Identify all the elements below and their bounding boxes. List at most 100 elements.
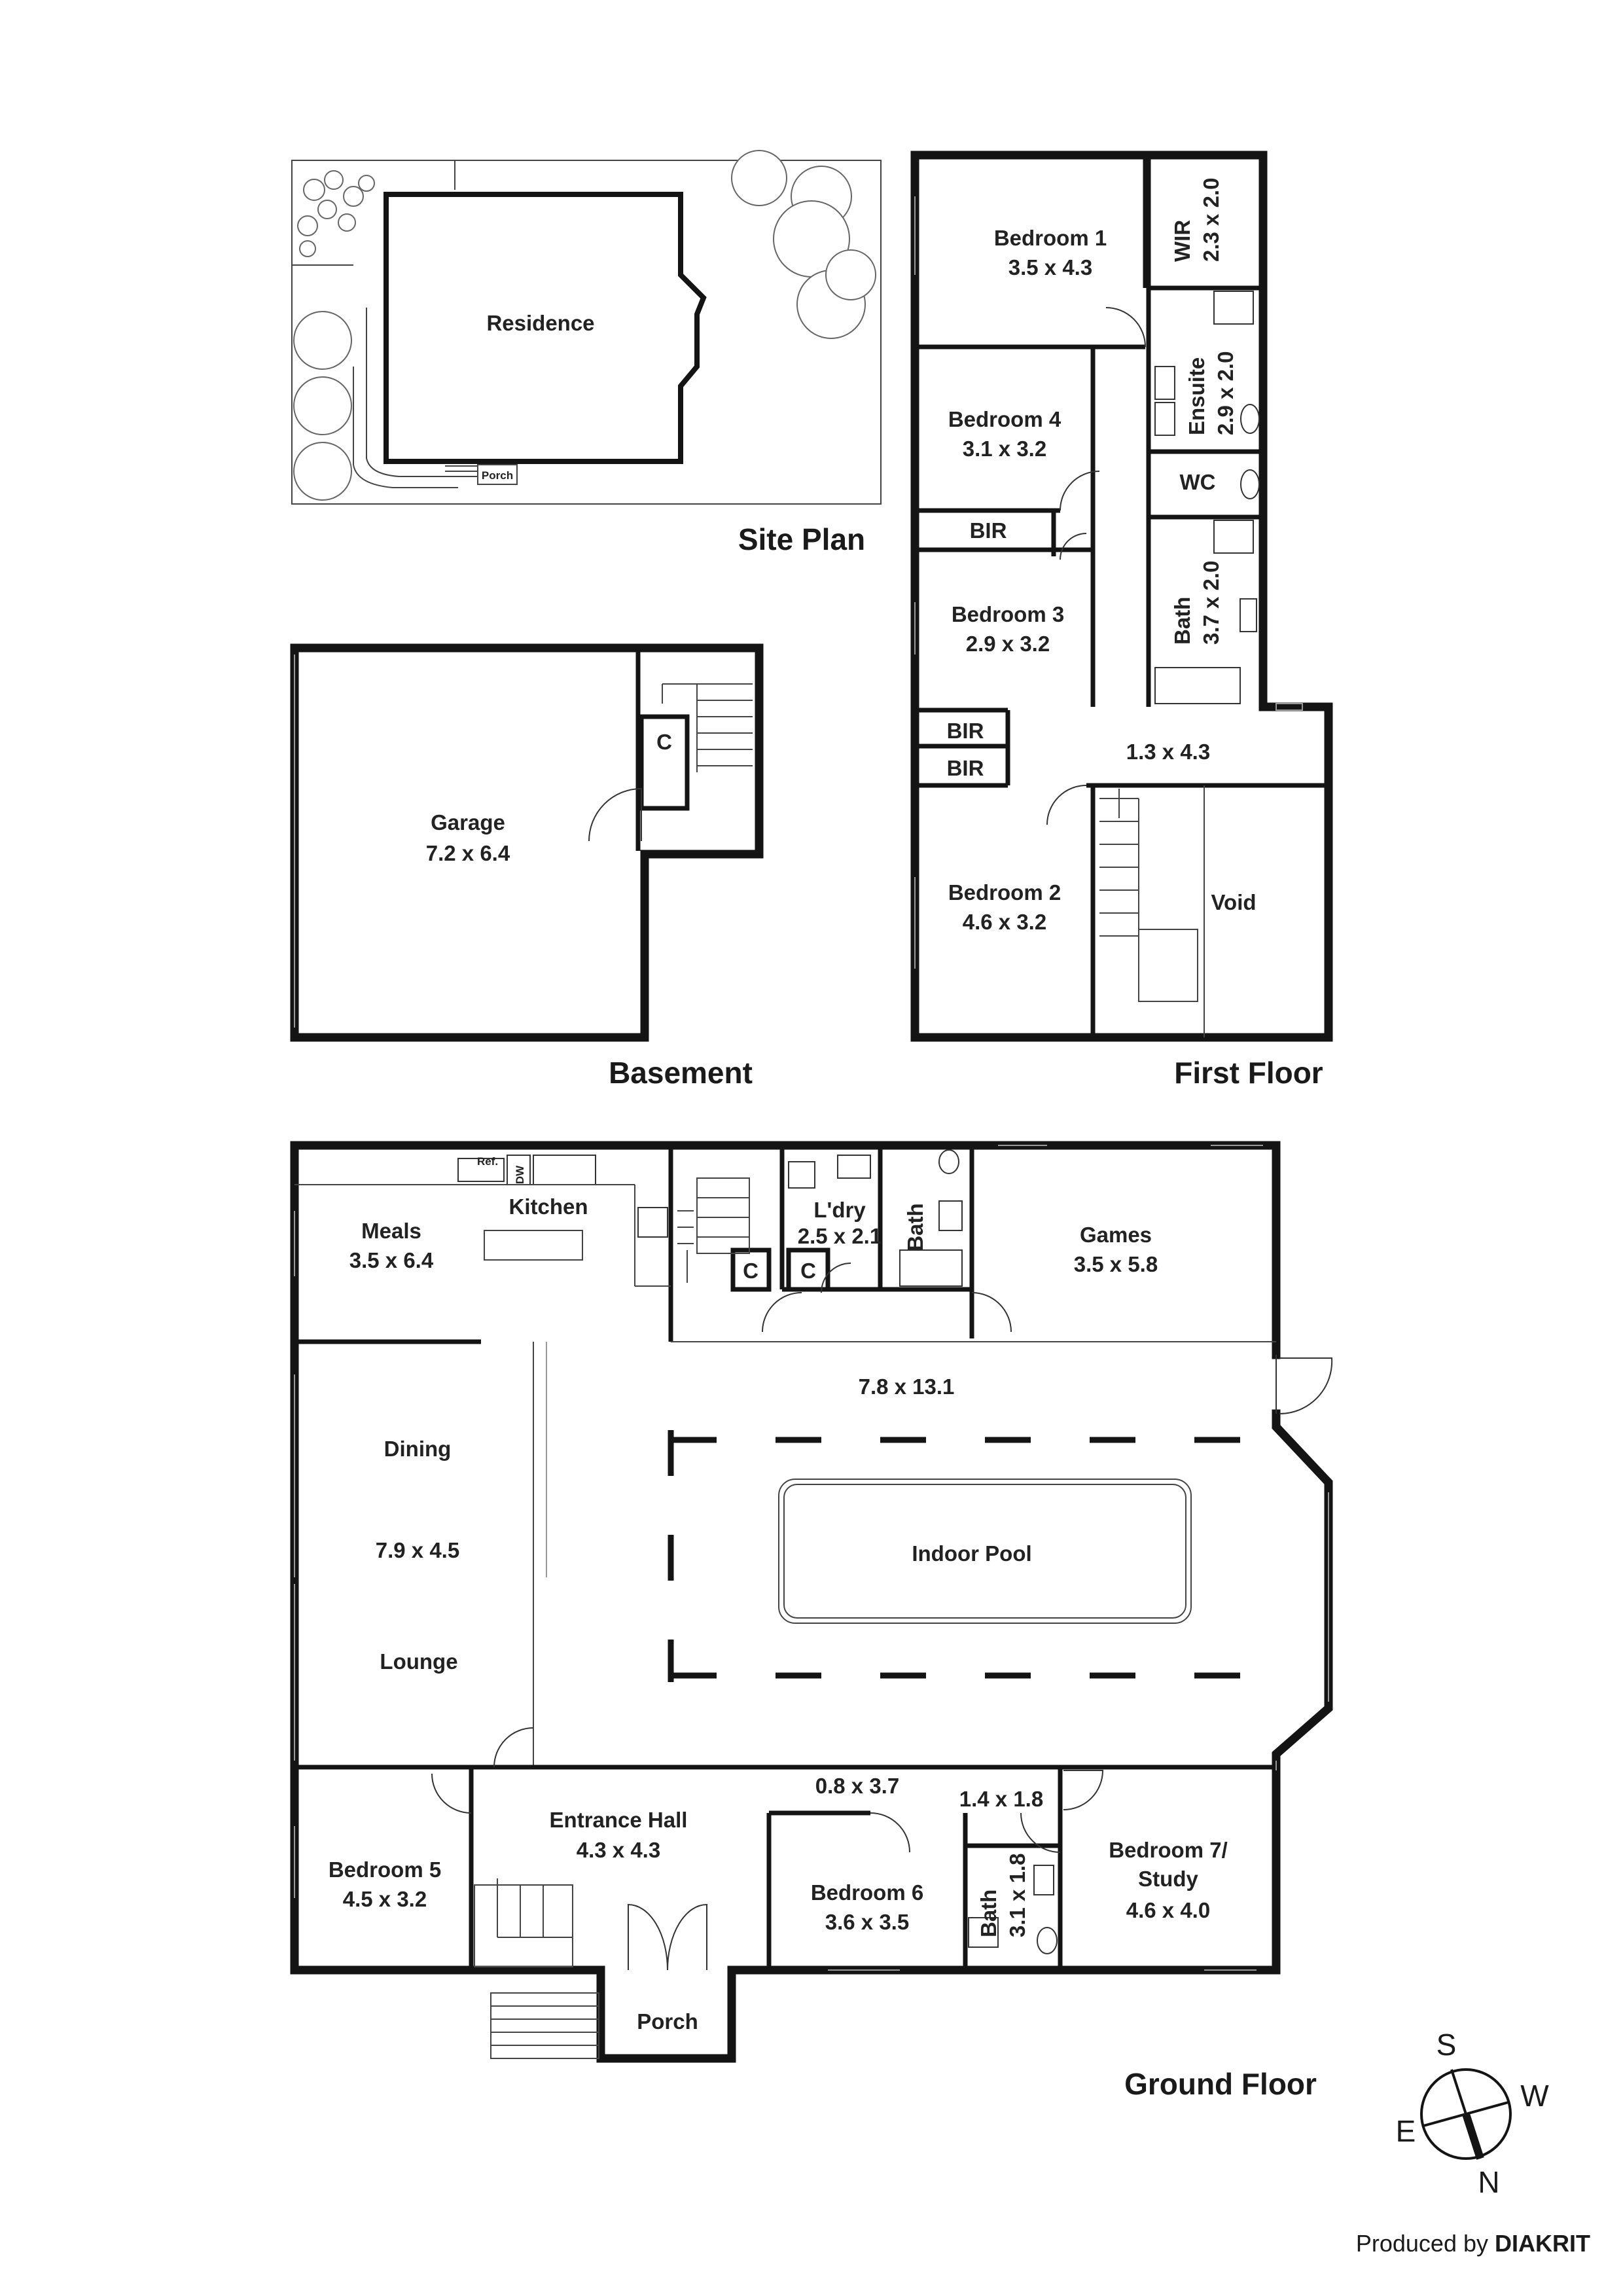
- ground-floor-plan: Ref. DW Meals 3.5 x 6.4 Kitchen L'dry 2.…: [290, 1141, 1333, 2101]
- door-arc: [870, 1812, 910, 1853]
- compass-e: E: [1396, 2114, 1416, 2148]
- entrance-hall-label: Entrance Hall: [550, 1808, 688, 1832]
- bath-size: 3.7 x 2.0: [1199, 561, 1223, 645]
- site-porch: [477, 464, 518, 485]
- basement-plan: C Garage 7.2 x 6.4 Basement: [290, 643, 764, 1090]
- door-arc: [1020, 1812, 1061, 1853]
- vanity-icon: [1033, 1865, 1054, 1895]
- door-arc: [628, 1903, 668, 1971]
- shower-icon: [968, 1917, 999, 1948]
- c1-label: C: [743, 1259, 758, 1283]
- cooktop-icon: [637, 1207, 668, 1238]
- site-plan-title: Site Plan: [738, 522, 865, 556]
- basement-title: Basement: [609, 1056, 753, 1090]
- toilet-icon: [1037, 1927, 1058, 1954]
- site-plan: Residence Porch Site Plan: [291, 150, 882, 556]
- bedroom6-label: Bedroom 6: [811, 1880, 923, 1905]
- stairs-entrance: [474, 1878, 573, 1967]
- basement-outline: [290, 643, 764, 1042]
- door-arc: [431, 1773, 472, 1814]
- door-arc: [1105, 307, 1146, 348]
- door-arc: [667, 1903, 707, 1971]
- stairs-basement: [662, 683, 753, 772]
- c2-label: C: [800, 1259, 816, 1283]
- fridge-icon: [457, 1158, 505, 1182]
- shower-icon: [1213, 291, 1254, 325]
- compass-icon: S W E N: [1396, 2028, 1550, 2199]
- bath-bottom-size: 3.1 x 1.8: [1005, 1854, 1029, 1937]
- ref-label: Ref.: [477, 1155, 498, 1168]
- kitchen-island: [484, 1230, 583, 1261]
- shower-icon: [1213, 520, 1254, 554]
- door-arc: [1279, 1357, 1333, 1415]
- kitchen-label: Kitchen: [508, 1194, 588, 1219]
- ensuite-label: Ensuite: [1185, 357, 1209, 435]
- bedroom1-size: 3.5 x 4.3: [1008, 255, 1092, 279]
- bedroom5-label: Bedroom 5: [329, 1857, 441, 1882]
- wir-label: WIR: [1170, 220, 1194, 262]
- site-boundary: [291, 160, 882, 505]
- credit: Produced by DIAKRIT: [1356, 2230, 1590, 2257]
- residence-outline: [383, 192, 707, 464]
- corridor-size: 1.4 x 1.8: [959, 1787, 1043, 1811]
- first-floor-title: First Floor: [1174, 1056, 1323, 1090]
- door-arc: [588, 787, 642, 842]
- garage-size: 7.2 x 6.4: [426, 841, 510, 865]
- residence-label: Residence: [486, 311, 594, 335]
- porch-label: Porch: [637, 2009, 698, 2034]
- bedroom6-size: 3.6 x 3.5: [825, 1910, 909, 1934]
- bathtub-icon: [1154, 667, 1241, 704]
- vanity-icon: [1154, 402, 1175, 436]
- bir1-label: BIR: [970, 518, 1007, 543]
- bath-bottom-label: Bath: [976, 1890, 1001, 1937]
- bedroom7-size: 4.6 x 4.0: [1126, 1898, 1210, 1922]
- toilet-icon: [1240, 469, 1260, 499]
- hall-small-size: 0.8 x 3.7: [815, 1774, 899, 1798]
- bathtub-icon: [899, 1249, 963, 1287]
- games-label: Games: [1080, 1223, 1152, 1247]
- laundry-sink-icon: [788, 1161, 815, 1189]
- porch-steps: [490, 1992, 599, 2059]
- closet-c2: [786, 1247, 830, 1292]
- compass-w: W: [1520, 2079, 1549, 2113]
- dw-label: DW: [514, 1165, 526, 1184]
- wir-size: 2.3 x 2.0: [1199, 178, 1223, 262]
- wc-label: WC: [1180, 470, 1216, 494]
- meals-size: 3.5 x 6.4: [349, 1248, 434, 1272]
- ground-floor-title: Ground Floor: [1124, 2067, 1317, 2101]
- indoor-pool-label: Indoor Pool: [912, 1541, 1031, 1566]
- first-floor-outline: [910, 151, 1333, 1042]
- tree-icon: [293, 150, 876, 501]
- ensuite-size: 2.9 x 2.0: [1213, 351, 1238, 435]
- ground-floor-outline: [290, 1141, 736, 2063]
- bir3-label: BIR: [947, 756, 984, 780]
- closet-c1: [730, 1247, 772, 1292]
- dining-label: Dining: [384, 1437, 452, 1461]
- meals-label: Meals: [361, 1219, 421, 1243]
- bedroom4-label: Bedroom 4: [948, 407, 1061, 431]
- void-label: Void: [1211, 890, 1256, 914]
- stairs-ground-floor: [677, 1177, 750, 1283]
- bedroom5-size: 4.5 x 3.2: [343, 1887, 427, 1911]
- toilet-icon: [938, 1149, 959, 1174]
- compass-s: S: [1436, 2028, 1457, 2062]
- closet-c-basement: [639, 714, 690, 811]
- pool-outline: [778, 1479, 1192, 1624]
- basement-closet-label: C: [656, 730, 672, 754]
- vanity-icon: [1154, 366, 1175, 400]
- vanity-icon: [1240, 598, 1257, 632]
- vanity-icon: [837, 1155, 871, 1179]
- sink-icon: [533, 1155, 596, 1185]
- pool-area-size: 7.8 x 13.1: [859, 1374, 955, 1399]
- bath-label: Bath: [1170, 597, 1194, 645]
- door-arc: [493, 1727, 534, 1768]
- bedroom2-size: 4.6 x 3.2: [963, 910, 1046, 934]
- bedroom7-label-line2: Study: [1138, 1867, 1198, 1891]
- laundry-label: L'dry: [813, 1198, 866, 1222]
- compass-n: N: [1478, 2165, 1499, 2199]
- shrub-cluster-icon: [297, 170, 375, 257]
- door-arc: [1063, 1770, 1104, 1810]
- door-arc: [1060, 533, 1087, 560]
- credit-brand: DIAKRIT: [1495, 2230, 1590, 2257]
- site-porch-label: Porch: [482, 469, 513, 482]
